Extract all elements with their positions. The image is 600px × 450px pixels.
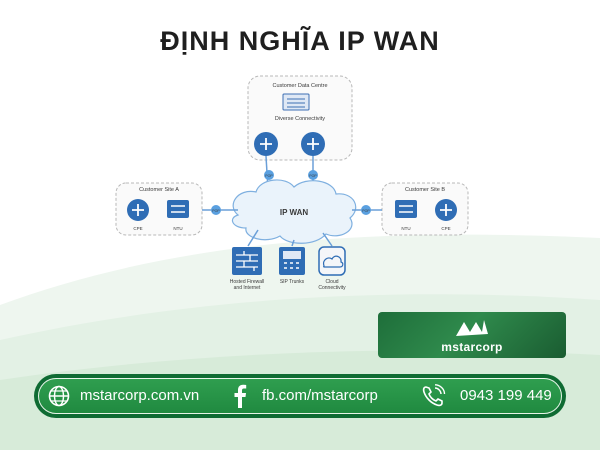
mstar-logo-icon [456, 320, 488, 336]
ntu-switch-icon-a [167, 200, 189, 218]
cpe-router-icon-a [127, 199, 149, 221]
ntu-switch-icon-b [395, 200, 417, 218]
cpe-label-b: CPE [441, 226, 450, 231]
globe-icon [48, 385, 70, 407]
ntu-label-a: NTU [173, 226, 182, 231]
router-icon-right [301, 132, 325, 156]
router-icon-left [254, 132, 278, 156]
ip-wan-cloud [231, 179, 357, 244]
firewall-icon [232, 247, 262, 275]
pop-badge-left: POP [264, 170, 274, 180]
cloud-label-line1: Cloud [325, 279, 338, 285]
sip-label: SIP Trunks [280, 279, 305, 285]
facebook-icon [234, 384, 247, 408]
svg-text:POP: POP [362, 209, 370, 213]
phone-icon [422, 384, 446, 407]
page-title: ĐỊNH NGHĨA IP WAN [160, 26, 440, 56]
brand-name: mstarcorp [441, 340, 503, 354]
pop-badge-right: POP [308, 170, 318, 180]
diverse-connectivity-label: Diverse Connectivity [275, 116, 325, 122]
svg-text:POP: POP [265, 174, 273, 178]
site-b-label: Customer Site B [405, 187, 445, 193]
ip-wan-label: IP WAN [280, 208, 309, 217]
cpe-label-a: CPE [133, 226, 142, 231]
footer-website[interactable]: mstarcorp.com.vn [80, 387, 200, 404]
pop-badge-site-a: POP [211, 205, 221, 215]
ntu-label-b: NTU [401, 226, 410, 231]
data-centre-label: Customer Data Centre [272, 83, 327, 89]
cloud-label-line2: Connectivity [318, 285, 346, 291]
footer-facebook[interactable]: fb.com/mstarcorp [262, 387, 378, 404]
cpe-router-icon-b [435, 199, 457, 221]
pop-badge-site-b: POP [361, 205, 371, 215]
firewall-label-line1: Hosted Firewall [230, 279, 264, 285]
cloud-icon [318, 246, 346, 276]
site-a-label: Customer Site A [139, 187, 179, 193]
footer-phone[interactable]: 0943 199 449 [460, 387, 552, 404]
site-b-box [381, 182, 469, 236]
footer-inner [38, 378, 562, 414]
server-icon [282, 93, 310, 111]
firewall-label-line2: and Internet [234, 285, 261, 291]
ip-wan-diagram: Customer Data Centre Diverse Connectivit… [115, 75, 469, 291]
brand-logo: mstarcorp [378, 312, 566, 358]
svg-text:POP: POP [309, 174, 317, 178]
site-a-box [115, 182, 203, 236]
svg-text:POP: POP [212, 209, 220, 213]
sip-phone-icon [279, 247, 305, 275]
